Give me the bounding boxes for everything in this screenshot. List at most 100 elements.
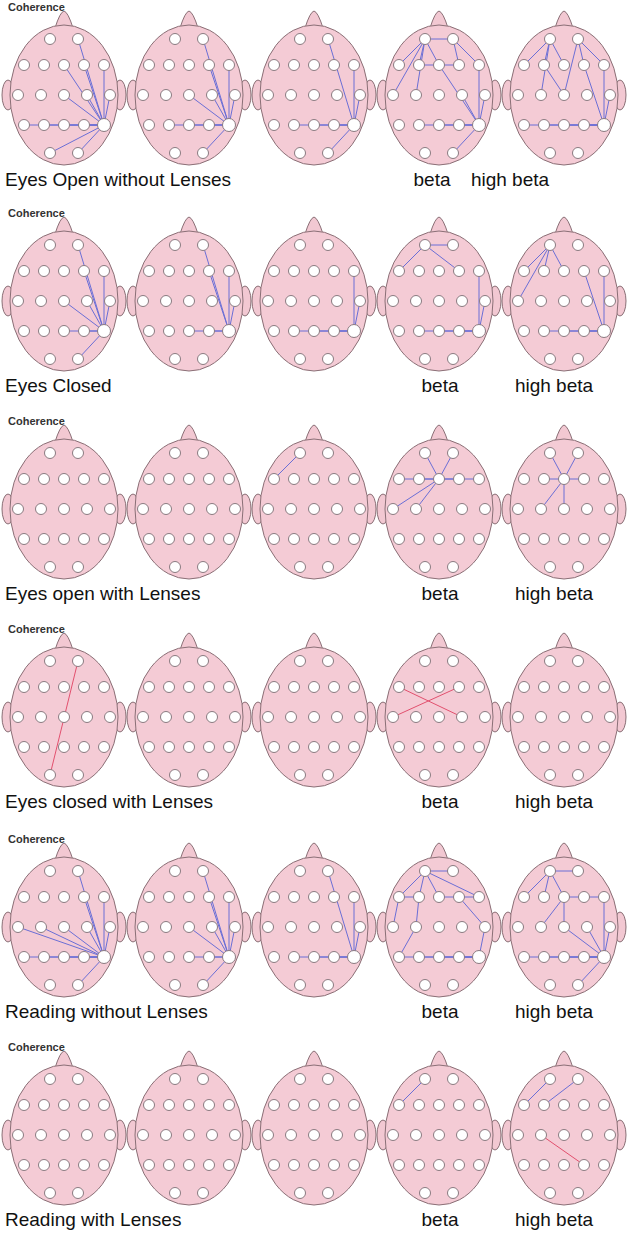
- electrode: [323, 34, 334, 45]
- electrode: [411, 296, 422, 307]
- electrode: [224, 266, 235, 277]
- electrode: [309, 60, 320, 71]
- electrode: [309, 952, 320, 963]
- electrode: [207, 712, 218, 723]
- electrode: [448, 1074, 459, 1085]
- electrode: [59, 474, 70, 485]
- electrode: [434, 266, 445, 277]
- electrode: [13, 1130, 24, 1141]
- electrode: [355, 1130, 366, 1141]
- electrode: [582, 504, 593, 515]
- electrode: [559, 60, 570, 71]
- electrode: [295, 448, 306, 459]
- electrode: [582, 90, 593, 101]
- electrode: [559, 326, 570, 337]
- electrode: [224, 1100, 235, 1111]
- electrode: [536, 504, 547, 515]
- electrode: [599, 1160, 610, 1171]
- electrode: [198, 1074, 209, 1085]
- electrode: [480, 504, 491, 515]
- electrode: [59, 296, 70, 307]
- electrode: [513, 90, 524, 101]
- electrode: [289, 326, 300, 337]
- electrode: [323, 240, 334, 251]
- electrode: [457, 712, 468, 723]
- electrode: [230, 90, 241, 101]
- electrode: [224, 534, 235, 545]
- electrode: [457, 1130, 468, 1141]
- electrode: [204, 266, 215, 277]
- electrode: [388, 90, 399, 101]
- electrode: [454, 120, 465, 131]
- electrode: [323, 1188, 334, 1199]
- electrode: [323, 148, 334, 159]
- electrode: [582, 712, 593, 723]
- electrode: [411, 712, 422, 723]
- electrode: [105, 296, 116, 307]
- electrode: [323, 866, 334, 877]
- electrode: [204, 1160, 215, 1171]
- electrode: [474, 1160, 485, 1171]
- electrode: [579, 120, 590, 131]
- electrode: [161, 1130, 172, 1141]
- electrode: [448, 1188, 459, 1199]
- electrode: [269, 682, 280, 693]
- electrode: [329, 952, 340, 963]
- scalp: [510, 647, 618, 787]
- electrode: [536, 90, 547, 101]
- electrode: [36, 90, 47, 101]
- electrode: [204, 892, 215, 903]
- coherence-line: [544, 957, 604, 958]
- electrode: [480, 922, 491, 933]
- electrode: [329, 1160, 340, 1171]
- scalp: [260, 1065, 368, 1205]
- band-label: beta: [422, 1001, 459, 1023]
- electrode: [105, 504, 116, 515]
- electrode: [79, 60, 90, 71]
- electrode: [474, 742, 485, 753]
- coherence-line: [294, 957, 354, 958]
- electrode: [355, 504, 366, 515]
- electrode: [73, 1188, 84, 1199]
- electrode: [13, 922, 24, 933]
- electrode: [184, 90, 195, 101]
- electrode: [448, 148, 459, 159]
- electrode: [79, 682, 90, 693]
- electrode: [454, 474, 465, 485]
- electrode: [457, 922, 468, 933]
- electrode: [164, 742, 175, 753]
- electrode: [295, 1074, 306, 1085]
- electrode: [73, 980, 84, 991]
- electrode: [480, 296, 491, 307]
- scalp: [385, 1065, 493, 1205]
- electrode: [349, 474, 360, 485]
- coherence-line: [419, 331, 479, 332]
- electrode: [170, 980, 181, 991]
- electrode: [599, 474, 610, 485]
- electrode: [454, 1160, 465, 1171]
- band-label: high beta: [515, 791, 593, 813]
- electrode: [164, 534, 175, 545]
- electrode: [309, 682, 320, 693]
- electrode: [605, 712, 616, 723]
- head-map: [252, 633, 376, 787]
- scalp: [510, 857, 618, 997]
- electrode: [309, 326, 320, 337]
- electrode: [82, 504, 93, 515]
- coherence-line: [328, 39, 354, 125]
- electrode: [36, 922, 47, 933]
- electrode: [230, 296, 241, 307]
- electrode: [45, 240, 56, 251]
- electrode: [394, 474, 405, 485]
- electrode: [204, 742, 215, 753]
- scalp: [135, 857, 243, 997]
- electrode: [73, 240, 84, 251]
- electrode: [519, 326, 530, 337]
- electrode: [269, 1160, 280, 1171]
- electrode: [434, 534, 445, 545]
- electrode: [394, 326, 405, 337]
- head-map: [502, 217, 626, 371]
- electrode: [579, 1100, 590, 1111]
- electrode: [539, 742, 550, 753]
